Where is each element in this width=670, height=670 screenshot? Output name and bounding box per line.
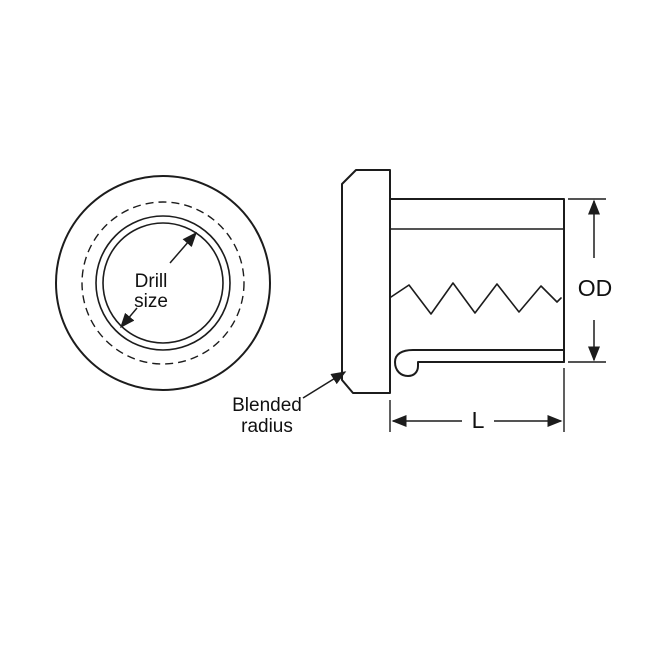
front-view: Drill size bbox=[55, 175, 271, 391]
body-outline bbox=[389, 198, 565, 363]
hidden-diameter-dashed-circle bbox=[81, 201, 245, 365]
od-label: OD bbox=[578, 275, 613, 301]
blended-radius-label-line2: radius bbox=[241, 416, 293, 437]
length-label: L bbox=[472, 407, 485, 433]
length-dimension: L bbox=[389, 368, 565, 433]
drill-size-arrow-lower bbox=[120, 307, 138, 329]
od-dimension: OD bbox=[568, 198, 613, 363]
blended-radius-arrow bbox=[302, 371, 347, 399]
blended-radius-label-line1: Blended bbox=[232, 395, 302, 416]
bore-circle-inner bbox=[102, 222, 224, 344]
drill-size-label-line2: size bbox=[134, 291, 168, 312]
flange-outline bbox=[341, 169, 391, 394]
blended-radius-groove bbox=[394, 349, 565, 377]
drill-size-label-line1: Drill bbox=[135, 271, 168, 292]
drill-size-arrow-upper bbox=[169, 231, 197, 264]
bore-circle-outer bbox=[95, 215, 231, 351]
blended-radius-callout: Blended radius bbox=[232, 371, 347, 437]
outer-diameter-circle bbox=[55, 175, 271, 391]
side-view bbox=[341, 169, 565, 394]
knurl-zigzag-line bbox=[390, 282, 562, 315]
